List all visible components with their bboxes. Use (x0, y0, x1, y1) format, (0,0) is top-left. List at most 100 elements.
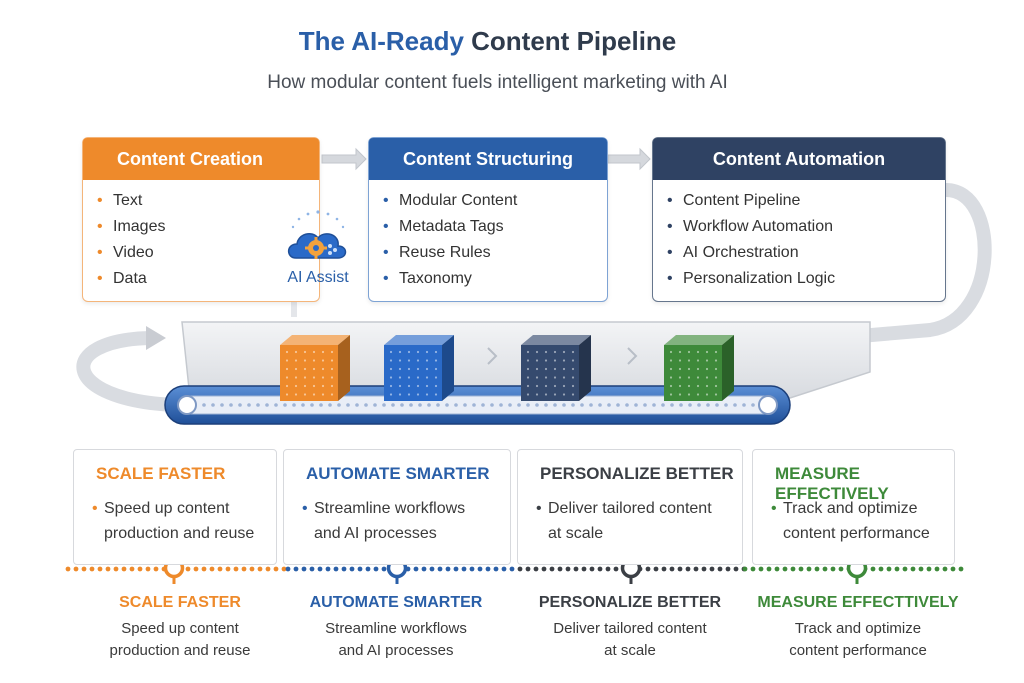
timeline-dot (381, 566, 387, 572)
timeline-dot (137, 566, 143, 572)
timeline-dot (429, 566, 435, 572)
timeline-title: SCALE FASTER (119, 594, 241, 611)
timeline-dot (349, 566, 355, 572)
stage-item: Images (97, 214, 319, 240)
benefit-card-personalize: PERSONALIZE BETTER Deliver tailored cont… (517, 449, 743, 565)
timeline-dot (333, 566, 339, 572)
timeline-dot (685, 566, 691, 572)
content-cube (280, 335, 350, 401)
timeline-dot (814, 566, 820, 572)
timeline-dot (926, 566, 932, 572)
benefit-desc: Track and optimize content performance (753, 492, 954, 546)
ai-link (291, 295, 297, 317)
timeline-dot (958, 566, 964, 572)
timeline-dot (934, 566, 940, 572)
benefit-line: Track and optimize (783, 500, 918, 517)
flow-chevrons (487, 347, 638, 365)
stage-connector-arrow (321, 147, 651, 171)
timeline-dot (782, 566, 788, 572)
timeline-dot (870, 566, 876, 572)
stage-item: AI Orchestration (667, 240, 945, 266)
timeline-dot (217, 566, 223, 572)
return-loop-left (76, 331, 182, 412)
benefit-line: production and reuse (104, 525, 255, 542)
benefit-line: Streamline workflows (314, 500, 466, 517)
timeline-dot (153, 566, 159, 572)
timeline-dot (750, 566, 756, 572)
content-cube (664, 335, 734, 401)
timeline-dot (677, 566, 683, 572)
timeline-dot (894, 566, 900, 572)
timeline-dot (201, 566, 207, 572)
timeline-dot (129, 566, 135, 572)
timeline-dot (185, 566, 191, 572)
benefit-line: content performance (783, 525, 930, 542)
benefit-line: Deliver tailored content (548, 500, 712, 517)
benefit-card-automate: AUTOMATE SMARTER Streamline workflowsand… (283, 449, 511, 565)
timeline-dot (421, 566, 427, 572)
timeline-dot (509, 566, 515, 572)
timeline-dot (325, 566, 331, 572)
stage-content-structuring: Content Structuring Modular Content Meta… (368, 137, 608, 302)
timeline-dot (453, 566, 459, 572)
timeline-dot (525, 566, 531, 572)
timeline-dot (541, 566, 547, 572)
timeline-dot (902, 566, 908, 572)
timeline-line: Streamline workflows (325, 620, 467, 637)
timeline-label-scale: SCALE FASTER Speed up content production… (80, 594, 280, 662)
timeline-line: production and reuse (109, 642, 251, 659)
timeline-dot (89, 566, 95, 572)
timeline-line: content performance (789, 642, 927, 659)
timeline-dot (265, 566, 271, 572)
timeline-dot (549, 566, 555, 572)
stage-item: Personalization Logic (667, 266, 945, 292)
timeline-dot (461, 566, 467, 572)
timeline-dot (605, 566, 611, 572)
timeline-dot (233, 566, 239, 572)
stage-content-creation: Content Creation Text Images Video Data (82, 137, 320, 302)
page-subtitle: How modular content fuels intelligent ma… (267, 72, 728, 93)
timeline-dot (97, 566, 103, 572)
timeline-dot (709, 566, 715, 572)
stage-title: Content Structuring (369, 138, 607, 180)
timeline-dot (121, 566, 127, 572)
timeline-dot (645, 566, 651, 572)
stage-item: Metadata Tags (383, 214, 607, 240)
belt-holes (202, 403, 755, 407)
benefit-title: SCALE FASTER (96, 464, 226, 483)
timeline-dot (822, 566, 828, 572)
page-title: The AI-Ready Content Pipeline (0, 26, 975, 57)
timeline-dot (533, 566, 539, 572)
loop-arrowhead (146, 326, 166, 350)
stage-item: Data (97, 266, 319, 292)
timeline-dot (225, 566, 231, 572)
timeline-dot (357, 566, 363, 572)
timeline-title: MEASURE EFFECTTIVELY (757, 594, 959, 611)
stage-item: Video (97, 240, 319, 266)
timeline-dot (597, 566, 603, 572)
timeline-dot (517, 566, 523, 572)
benefit-title: AUTOMATE SMARTER (306, 464, 490, 483)
timeline-dot (365, 566, 371, 572)
stage-item: Reuse Rules (383, 240, 607, 266)
timeline-dot (493, 566, 499, 572)
timeline-dot (910, 566, 916, 572)
timeline-dot (565, 566, 571, 572)
benefit-desc: Deliver tailored content at scale (518, 492, 742, 546)
content-cube (384, 335, 454, 401)
timeline-dot (693, 566, 699, 572)
timeline-line: and AI processes (338, 642, 454, 659)
timeline-title: AUTOMATE SMARTER (309, 594, 483, 611)
timeline-dot (918, 566, 924, 572)
timeline-label-automate: AUTOMATE SMARTER Streamline workflows an… (296, 594, 496, 662)
timeline-dot (878, 566, 884, 572)
timeline-dot (373, 566, 379, 572)
timeline-dot (113, 566, 119, 572)
timeline-dot (293, 566, 299, 572)
timeline-dot (209, 566, 215, 572)
timeline-dot (886, 566, 892, 572)
ai-assist-label: AI Assist (287, 269, 349, 286)
benefit-line: at scale (548, 525, 604, 542)
